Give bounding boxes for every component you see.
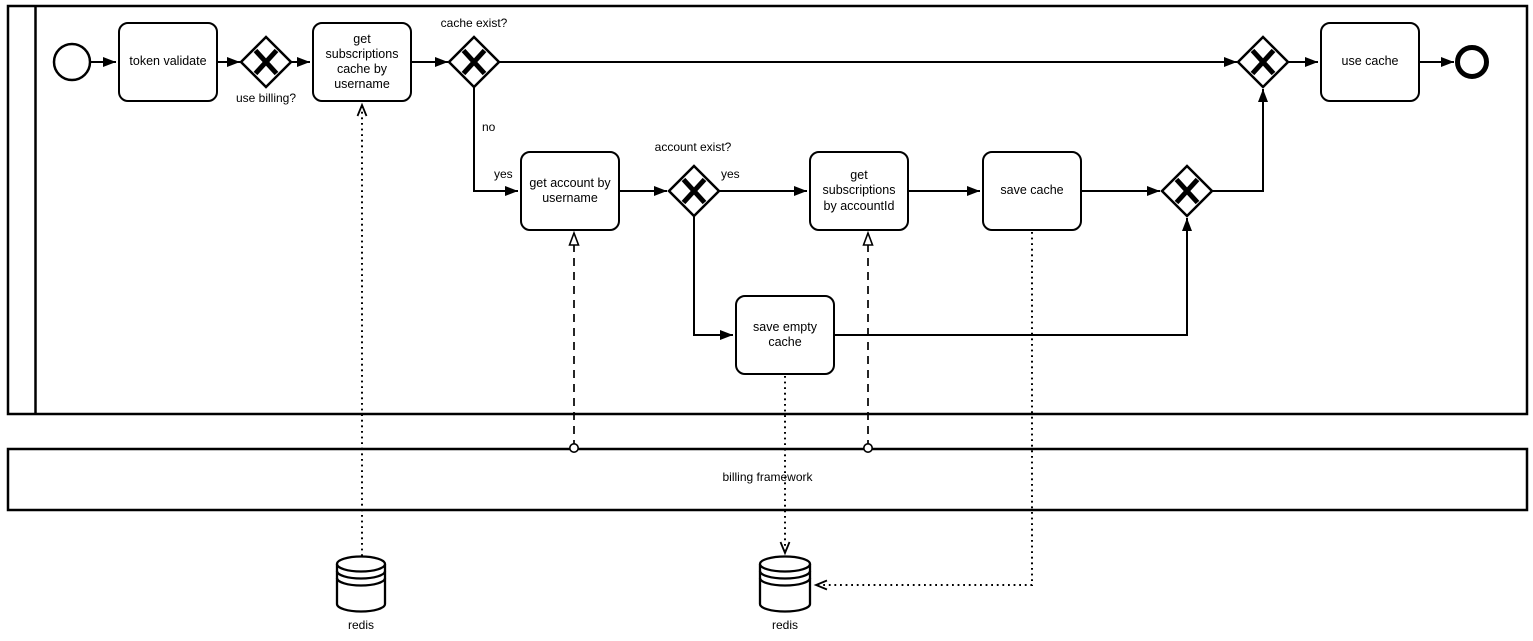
flow-save-empty-to-merge-lower: [835, 218, 1192, 336]
billing-framework-pool-label: billing framework: [722, 470, 813, 484]
association-save-cache-to-redis: [813, 232, 1033, 591]
sequence-flows: [90, 57, 1454, 340]
x-mark-icon: [681, 177, 707, 205]
task-use-cache[interactable]: use cache: [1320, 22, 1420, 102]
edge-label-yes-account: yes: [721, 167, 740, 181]
task-label: save cache: [1000, 183, 1064, 198]
gateway-label-cache-exist: cache exist?: [440, 16, 508, 30]
flow-account-exist-to-save-empty: [693, 216, 733, 340]
gateway-label-use-billing: use billing?: [235, 91, 297, 105]
task-label: token validate: [129, 54, 207, 69]
gateway-account-exist[interactable]: [667, 164, 721, 218]
datastore-label-redis-right: redis: [771, 618, 798, 632]
x-mark-icon: [253, 48, 279, 76]
x-mark-icon: [1250, 48, 1276, 76]
datastore-redis-right[interactable]: [758, 555, 812, 613]
flow-merge-lower-to-merge-top: [1212, 89, 1268, 192]
x-mark-icon: [461, 48, 487, 76]
task-save-cache[interactable]: save cache: [982, 151, 1082, 231]
x-mark-icon: [1174, 177, 1200, 205]
start-event[interactable]: [52, 42, 92, 82]
task-get-subscriptions-cache[interactable]: get subscriptions cache by username: [312, 22, 412, 102]
edge-label-no: no: [482, 120, 496, 134]
task-save-empty-cache[interactable]: save empty cache: [735, 295, 835, 375]
gateway-merge-top[interactable]: [1236, 35, 1290, 89]
task-label: get account by username: [529, 175, 611, 205]
task-get-account[interactable]: get account by username: [520, 151, 620, 231]
edge-label-yes-cache: yes: [494, 167, 513, 181]
task-label: save empty cache: [753, 319, 817, 349]
task-label: get subscriptions by accountId: [822, 168, 896, 213]
task-label: use cache: [1341, 54, 1399, 69]
gateway-use-billing[interactable]: [239, 35, 293, 89]
gateway-cache-exist[interactable]: [447, 35, 501, 89]
end-event[interactable]: [1455, 45, 1489, 79]
message-flows: [574, 233, 868, 448]
main-pool: [6, 4, 1529, 416]
datastore-redis-left[interactable]: [335, 555, 387, 613]
flow-cache-exist-to-get-account: [473, 87, 518, 196]
datastore-label-redis-left: redis: [347, 618, 374, 632]
gateway-merge-lower[interactable]: [1160, 164, 1214, 218]
data-associations: [356, 102, 1033, 591]
task-get-subscriptions-by-account[interactable]: get subscriptions by accountId: [809, 151, 909, 231]
task-token-validate[interactable]: token validate: [118, 22, 218, 102]
gateway-label-account-exist: account exist?: [654, 140, 732, 154]
task-label: get subscriptions cache by username: [325, 31, 399, 92]
billing-framework-pool[interactable]: [6, 447, 1529, 512]
